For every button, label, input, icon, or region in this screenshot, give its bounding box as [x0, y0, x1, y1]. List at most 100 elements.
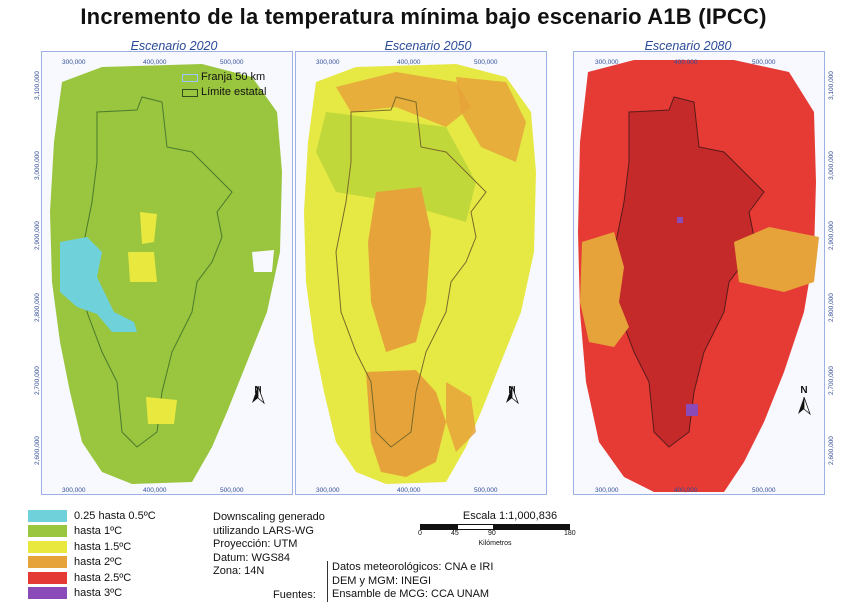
source-item: Ensamble de MCG: CCA UNAM [332, 588, 490, 600]
legend-label: hasta 1.5ºC [74, 540, 132, 553]
scale-ticks: 0 45 90 180 [418, 530, 580, 540]
y-tick: 2,900,000 [34, 221, 41, 250]
x-tick: 400,000 [674, 59, 698, 66]
legend-label: hasta 2.5ºC [74, 571, 132, 584]
meta-line: utilizando LARS-WG [213, 524, 314, 537]
zone-orange-north-2050 [336, 72, 471, 127]
legend-item: hasta 2ºC [28, 555, 156, 571]
legend-item: hasta 2.5ºC [28, 570, 156, 586]
legend-item: hasta 1.5ºC [28, 539, 156, 555]
boundary-swatch [182, 88, 198, 97]
x-tick: 300,000 [62, 59, 86, 66]
north-arrow-icon [506, 385, 519, 405]
x-tick: 300,000 [316, 59, 340, 66]
north-arrow-icon [798, 396, 811, 416]
source-item: DEM y MGM: INEGI [332, 574, 431, 587]
legend-swatch [28, 571, 67, 584]
x-tick: 400,000 [143, 59, 167, 66]
y-tick: 3,100,000 [828, 71, 835, 100]
legend-label: hasta 2ºC [74, 556, 123, 569]
sources-label: Fuentes: [273, 589, 316, 601]
buffer-swatch [182, 73, 198, 82]
zone-green-2050 [316, 112, 476, 222]
boundary-label: Límite estatal [201, 86, 267, 98]
legend-item: hasta 1ºC [28, 524, 156, 540]
north-label: N [800, 385, 808, 396]
meta-line: Downscaling generado [213, 511, 325, 523]
x-tick: 500,000 [752, 487, 776, 494]
subtitle-2050: Escenario 2050 [384, 39, 472, 53]
zone-yellow-c-2020 [146, 397, 177, 424]
scale-graphic [420, 524, 570, 530]
zone-orange-east-2050 [456, 77, 526, 162]
map-panel-2020: Franja 50 km Límite estatal N [41, 51, 293, 495]
y-tick: 3,000,000 [828, 151, 835, 180]
inset-legend: Franja 50 km Límite estatal [182, 70, 266, 100]
scale-bar: Escala 1:1,000,836 0 45 90 180 Kilómetro… [418, 510, 580, 547]
zone-purple-b-2080 [686, 404, 698, 416]
zone-white-2020 [252, 250, 274, 272]
buffer-label: Franja 50 km [201, 71, 266, 83]
zone-yellow-a-2020 [140, 212, 157, 244]
y-tick: 3,100,000 [34, 71, 41, 100]
map-title: Incremento de la temperatura mínima bajo… [80, 4, 767, 29]
meta-line: Zona: 14N [213, 565, 265, 577]
y-tick: 2,800,000 [34, 293, 41, 322]
legend-swatch [28, 525, 67, 538]
zone-orange-south-2050 [366, 370, 446, 477]
north-arrow-icon [252, 385, 265, 405]
legend-item: hasta 3ºC [28, 586, 156, 602]
north-arrow-2050: N [502, 385, 522, 415]
x-tick: 400,000 [397, 487, 421, 494]
y-tick: 2,600,000 [828, 436, 835, 465]
x-tick: 500,000 [220, 59, 244, 66]
zone-orange-center-2050 [368, 187, 431, 352]
y-tick: 2,900,000 [828, 221, 835, 250]
x-tick: 300,000 [316, 487, 340, 494]
map-panel-2080 [573, 51, 825, 495]
scale-unit: Kilómetros [478, 540, 512, 547]
x-tick: 500,000 [752, 59, 776, 66]
y-tick: 2,700,000 [34, 366, 41, 395]
region-state-2050 [335, 96, 487, 448]
map-2080-svg [578, 60, 819, 492]
scale-tick: 45 [451, 530, 459, 537]
legend-label: hasta 3ºC [74, 587, 123, 600]
legend-label: hasta 1ºC [74, 525, 123, 538]
legend-swatch [28, 509, 67, 522]
y-tick: 2,700,000 [828, 366, 835, 395]
x-tick: 300,000 [62, 487, 86, 494]
subtitle-2080: Escenario 2080 [644, 39, 732, 53]
subtitle-2020: Escenario 2020 [130, 39, 218, 53]
meta-line: Proyección: UTM [213, 538, 298, 550]
x-tick: 500,000 [220, 487, 244, 494]
legend-swatch [28, 587, 67, 600]
legend-label: 0.25 hasta 0.5ºC [74, 509, 156, 522]
map-panel-2050: N [295, 51, 547, 495]
x-tick: 400,000 [397, 59, 421, 66]
source-item: Datos meteorológicos: CNA e IRI [332, 561, 494, 573]
scale-tick: 0 [418, 530, 422, 537]
meta-line: Datum: WGS84 [213, 551, 291, 564]
x-tick: 400,000 [674, 487, 698, 494]
north-arrow-2020: N [248, 385, 268, 415]
zone-yellow-b-2020 [128, 252, 157, 282]
zone-orange-east-2080 [734, 227, 819, 292]
scale-tick: 180 [564, 530, 576, 537]
y-tick: 2,600,000 [34, 436, 41, 465]
x-tick: 400,000 [143, 487, 167, 494]
region-outer-2020 [50, 64, 282, 484]
map-2050-svg [304, 64, 536, 484]
y-tick: 3,000,000 [34, 151, 41, 180]
legend-swatch [28, 556, 67, 569]
map-2020-svg [50, 64, 282, 484]
north-arrow-2080: N [794, 385, 814, 416]
y-tick: 2,800,000 [828, 293, 835, 322]
zone-purple-a-2080 [677, 217, 683, 223]
x-tick: 300,000 [595, 487, 619, 494]
projection-metadata: Downscaling generado utilizando LARS-WG … [213, 511, 325, 579]
scale-title: Escala 1:1,000,836 [462, 510, 558, 522]
sources-list: Datos meteorológicos: CNA e IRI DEM y MG… [327, 561, 493, 602]
legend-swatch [28, 540, 67, 553]
x-tick: 500,000 [474, 59, 498, 66]
